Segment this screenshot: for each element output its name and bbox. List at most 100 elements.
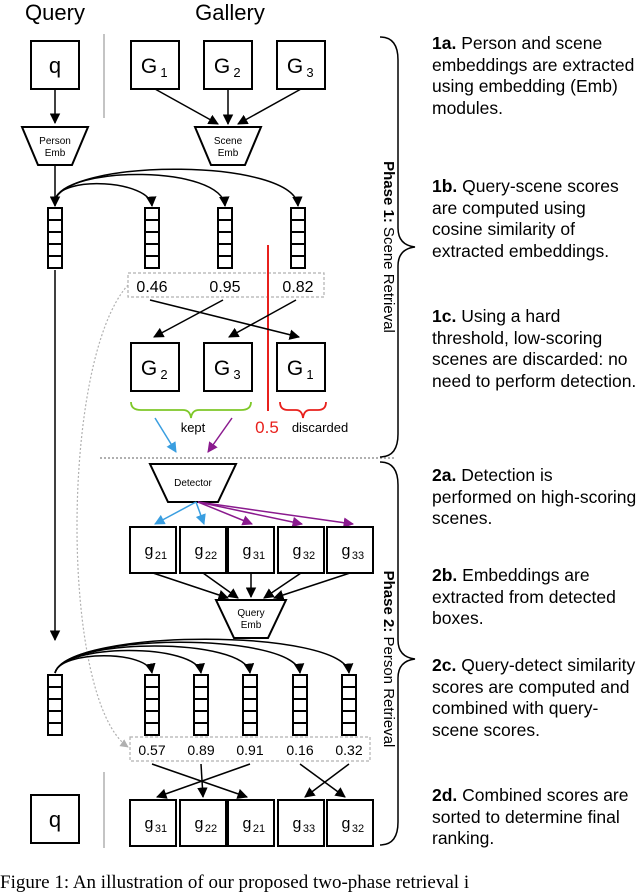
ranked-scene-3-sub: 1 <box>306 367 313 382</box>
threshold-label: 0.5 <box>255 418 279 437</box>
final-arrow-4 <box>299 763 346 798</box>
gallery-box-1-sub: 1 <box>160 65 167 80</box>
note-1c: 1c. Using a hard threshold, low-scoring … <box>432 306 637 391</box>
scene-embedding-vector-2-cell <box>217 231 233 245</box>
final-rank-box-2-sub: 22 <box>205 823 217 835</box>
final-rank-box-1-sub: 31 <box>155 823 167 835</box>
query-to-scene2-curve <box>54 173 230 208</box>
final-rank-box-4-label: g <box>293 816 302 833</box>
g22-to-query-emb-arrow <box>202 572 239 599</box>
scene-embedding-vector-2-cell <box>217 243 233 257</box>
scene-embedding-vector-1-cell <box>144 207 160 221</box>
note-1b: 1b. Query-scene scores are computed usin… <box>432 176 619 261</box>
detection-box-5 <box>326 526 374 574</box>
detection-embedding-vector-1 <box>144 674 160 736</box>
sort-arrow-g1 <box>149 299 301 340</box>
final-arrow-1 <box>151 763 248 799</box>
gallery-box-3-sub: 3 <box>306 65 313 80</box>
detector-label: Detector <box>174 478 212 489</box>
detection-embedding-vector-4-cell <box>292 686 308 700</box>
det-arrow-g32 <box>197 501 304 528</box>
phase1-brace <box>379 36 416 458</box>
detection-embedding-vector-5-cell <box>341 722 357 736</box>
detection-embedding-vector-5 <box>341 674 357 736</box>
detection-box-5-sub: 33 <box>352 550 364 562</box>
person-emb-line2: Emb <box>45 148 66 159</box>
detection-embedding-vector-2-cell <box>193 698 209 712</box>
detection-embedding-vector-1-cell <box>144 698 160 712</box>
detection-box-1-sub: 21 <box>155 550 167 562</box>
detection-embedding-vector-5-cell <box>341 698 357 712</box>
query-emb-line2: Emb <box>241 620 262 631</box>
detector-module <box>148 463 238 503</box>
scene-emb-line2: Emb <box>218 148 239 159</box>
discarded-brace <box>279 401 327 419</box>
detection-box-2-label: g <box>195 543 204 560</box>
final-rank-box-3-sub: 21 <box>253 823 265 835</box>
query-emb-line1: Query <box>237 608 264 619</box>
p2-curve-2 <box>54 649 205 675</box>
ranked-scene-1-sub: 2 <box>160 367 167 382</box>
ranked-scene-3-label: G <box>287 357 303 380</box>
detection-embedding-vector-3 <box>242 674 258 736</box>
final-query-label: q <box>49 807 61 832</box>
g33-to-query-emb-arrow <box>273 572 351 601</box>
det-arrow-g21 <box>154 501 197 525</box>
phase2-score-box <box>129 736 371 762</box>
gallery-header: Gallery <box>195 0 265 25</box>
scene-embedding-vector-1 <box>144 207 160 269</box>
query-to-scene3-curve <box>54 168 303 208</box>
detection-box-4-label: g <box>293 543 302 560</box>
ranked-scene-2-label: G <box>214 357 230 380</box>
det-arrow-g33 <box>197 501 355 528</box>
detection-embedding-vector-2-cell <box>193 710 209 724</box>
p2-curve-5 <box>54 638 354 675</box>
score-carry-connector <box>76 284 129 748</box>
person-emb-module <box>20 126 90 166</box>
figure-caption: Figure 1: An illustration of our propose… <box>0 872 470 893</box>
detection-embedding-vector-2 <box>193 674 209 736</box>
query-embedding-vector-cell <box>47 219 63 233</box>
scene-embedding-vector-3-cell <box>290 243 306 257</box>
gallery-box-1 <box>130 40 180 90</box>
final-rank-box-5 <box>326 799 374 847</box>
g1-to-scene-emb-arrow <box>154 88 219 125</box>
query-embedding-vector-p2-cell <box>47 698 63 712</box>
final-rank-box-3 <box>227 799 275 847</box>
final-rank-box-2 <box>179 799 227 847</box>
phase2-label: Phase 2: Person Retrieval <box>380 571 397 748</box>
detection-embedding-vector-4-cell <box>292 722 308 736</box>
final-arrow-5 <box>304 763 350 798</box>
final-rank-box-4 <box>277 799 325 847</box>
person-emb-line1: Person <box>39 136 71 147</box>
final-rank-box-4-sub: 33 <box>303 823 315 835</box>
p2-curve-3 <box>54 645 255 675</box>
scene-embedding-vector-3-cell <box>290 231 306 245</box>
note-2b: 2b. Embeddings are extracted from detect… <box>432 565 616 628</box>
phase1-score-2: 0.95 <box>209 279 240 296</box>
g3-to-scene-emb-arrow <box>237 88 302 125</box>
detection-box-3-label: g <box>243 543 252 560</box>
scene-embedding-vector-3-cell <box>290 207 306 221</box>
scene-embedding-vector-1-cell <box>144 231 160 245</box>
note-2c: 2c. Query-detect similarity scores are c… <box>432 655 636 740</box>
gallery-box-3-label: G <box>287 55 303 78</box>
scene-embedding-vector-3-cell <box>290 219 306 233</box>
phase2-score-5: 0.32 <box>335 742 362 758</box>
scene-embedding-vector-1-cell <box>144 255 160 269</box>
final-rank-box-1 <box>129 799 177 847</box>
query-box-label: q <box>49 53 61 78</box>
final-query-box <box>30 794 80 844</box>
detection-box-5-label: g <box>342 543 351 560</box>
final-rank-box-5-sub: 32 <box>352 823 364 835</box>
detection-embedding-vector-1-cell <box>144 686 160 700</box>
note-1a: 1a. Person and scene embeddings are extr… <box>432 33 635 118</box>
query-embedding-vector-p2-cell <box>47 722 63 736</box>
sort-arrow-g2 <box>153 299 224 338</box>
phase1-embedding-vectors <box>47 207 306 269</box>
